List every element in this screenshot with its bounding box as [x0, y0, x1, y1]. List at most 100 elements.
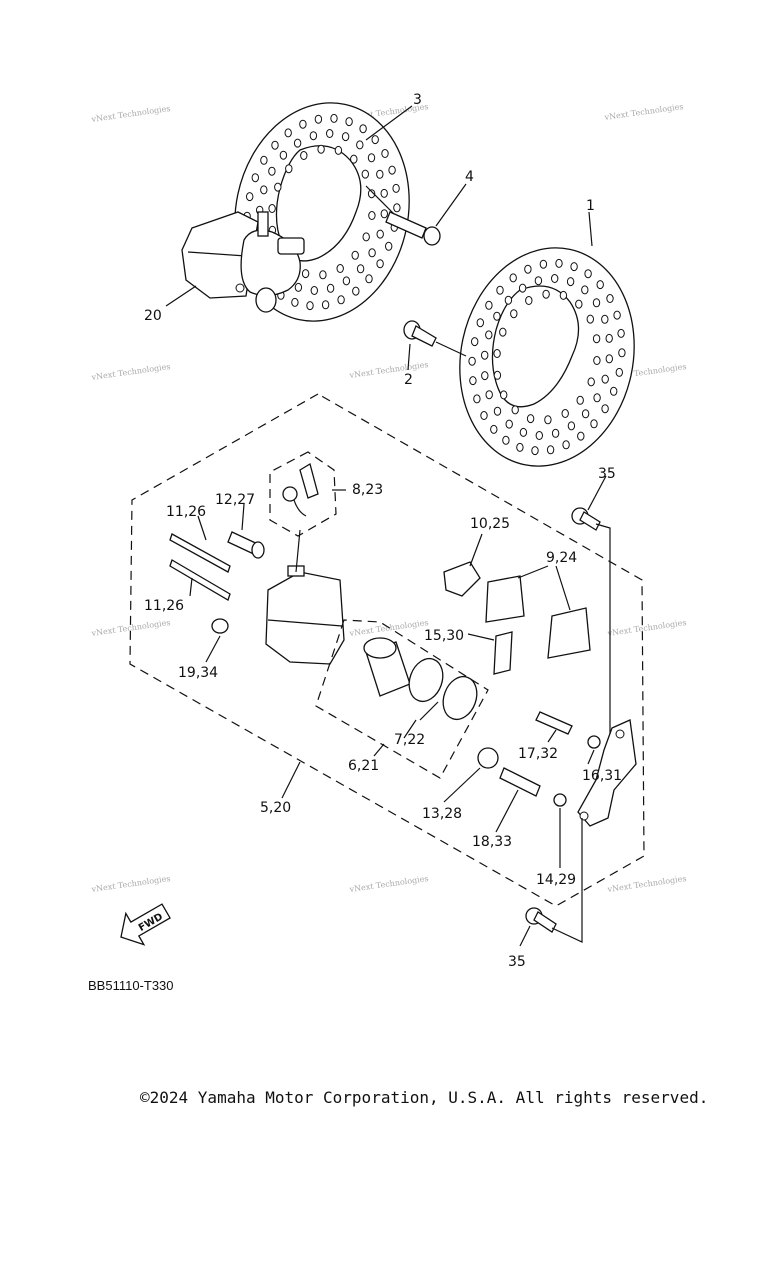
- callout-11-26-lower: 11,26: [144, 598, 184, 614]
- disc-hole: [575, 299, 583, 309]
- boot-13-28: [477, 747, 499, 769]
- disc-hole: [519, 427, 528, 437]
- disc-hole: [330, 113, 338, 123]
- disc-hole: [596, 280, 604, 290]
- disc-hole: [352, 286, 360, 296]
- disc-hole: [544, 415, 552, 425]
- disc-hole: [341, 132, 350, 142]
- bolt-35-upper-guide: [595, 523, 611, 734]
- disc-hole: [567, 421, 576, 431]
- fwd-arrow-icon: FWD: [120, 903, 171, 946]
- caliper-bracket: [577, 719, 637, 827]
- disc-hole: [587, 377, 595, 387]
- disc-hole: [336, 264, 344, 273]
- disc-hole: [581, 409, 590, 419]
- disc-hole: [334, 145, 343, 155]
- disc-hole: [385, 241, 393, 251]
- disc-hole: [367, 189, 376, 199]
- disc-hole: [485, 390, 493, 400]
- disc-hole: [319, 270, 327, 280]
- disc-hole: [365, 274, 373, 284]
- disc-hole: [525, 296, 533, 305]
- disc-hole: [310, 286, 318, 295]
- disc-hole: [592, 334, 601, 344]
- disc-hole: [618, 348, 626, 358]
- watermark: vNext Technologies: [348, 360, 429, 380]
- disc-hole: [555, 258, 563, 268]
- callout-labels: 1 2 3 4 20 35 8,23 12,27 11,26 10,25 9,2…: [144, 92, 622, 970]
- disc-hole: [601, 404, 609, 414]
- callout-4: 4: [465, 169, 474, 185]
- disc-hole: [493, 349, 501, 358]
- disc-hole: [376, 259, 384, 269]
- callout-10-25: 10,25: [470, 516, 510, 532]
- watermark: vNext Technologies: [348, 874, 429, 894]
- watermark: vNext Technologies: [90, 362, 171, 382]
- disc-hole: [535, 431, 543, 440]
- disc-hole: [577, 431, 585, 441]
- callout-35-lower: 35: [508, 954, 526, 970]
- disc-hole: [539, 259, 548, 269]
- disc-hole: [293, 138, 302, 148]
- disc-hole: [314, 114, 323, 124]
- copyright-notice: ©2024 Yamaha Motor Corporation, U.S.A. A…: [140, 1088, 709, 1107]
- callout-18-33: 18,33: [472, 834, 512, 850]
- disc-hole: [345, 117, 353, 127]
- bleeder-boundary: [269, 451, 337, 537]
- disc-hole: [371, 135, 379, 145]
- disc-hole: [368, 248, 376, 258]
- disc-hole: [351, 250, 359, 260]
- disc-hole: [499, 327, 507, 337]
- disc-hole: [559, 290, 568, 300]
- disc-hole: [284, 128, 292, 138]
- diagram-code: BB51110-T330: [88, 978, 174, 993]
- callout-2: 2: [404, 372, 413, 388]
- disc-hole: [291, 297, 299, 307]
- disc-hole: [605, 354, 613, 364]
- callout-15-30: 15,30: [424, 628, 464, 644]
- piston: [363, 637, 411, 697]
- callout-14-29: 14,29: [536, 872, 576, 888]
- caliper-body: [265, 565, 345, 665]
- callout-20: 20: [144, 308, 162, 324]
- disc-hole: [299, 119, 307, 129]
- callout-16-31: 16,31: [582, 768, 622, 784]
- disc-hole: [376, 169, 384, 179]
- disc-hole: [590, 419, 598, 429]
- disc-hole: [526, 414, 535, 424]
- disc-hole: [505, 419, 513, 429]
- disc-hole: [481, 350, 489, 360]
- disc-hole: [473, 394, 481, 404]
- disc-holes-lower: [468, 258, 626, 456]
- pin-17-32: [535, 711, 573, 735]
- disc-hole: [251, 173, 260, 183]
- disc-hole: [605, 333, 613, 343]
- disc-hole: [309, 131, 318, 141]
- bolt-35-lower: [525, 907, 557, 933]
- disc-hole: [502, 435, 510, 445]
- disc-hole: [380, 209, 388, 219]
- disc-hole: [601, 314, 609, 324]
- disc-hole: [362, 232, 370, 242]
- disc-hole: [350, 154, 358, 164]
- assembly-boundary: [129, 393, 645, 907]
- disc-hole: [570, 262, 578, 272]
- disc-hole: [356, 264, 365, 274]
- callout-19-34: 19,34: [178, 665, 218, 681]
- watermark: vNext Technologies: [606, 618, 687, 638]
- disc-hole: [581, 285, 589, 295]
- disc-hole: [321, 300, 330, 310]
- disc-hole: [260, 185, 268, 195]
- bleeder-valve: [282, 462, 319, 517]
- watermark: vNext Technologies: [90, 104, 171, 124]
- disc-hole: [476, 318, 484, 328]
- slide-pins: [169, 533, 231, 601]
- disc-hole: [468, 356, 476, 366]
- bolt-4: [385, 211, 441, 246]
- disc-hole: [356, 140, 364, 150]
- callout-1: 1: [586, 198, 595, 214]
- disc-hole: [306, 301, 314, 311]
- disc-hole: [510, 309, 518, 319]
- disc-hole: [518, 283, 527, 293]
- disc-hole: [326, 283, 335, 293]
